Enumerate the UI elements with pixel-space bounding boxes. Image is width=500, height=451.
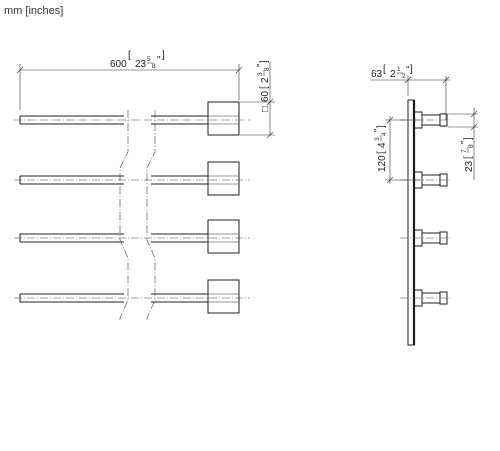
- square-mm-label: 60: [260, 90, 271, 102]
- diameter-in-num: 7: [461, 149, 468, 153]
- width-in-den: 8: [152, 63, 156, 70]
- width-mm-label: 600: [110, 59, 127, 70]
- bracket-open-5: [: [463, 156, 474, 159]
- inch-mark: ": [157, 55, 161, 66]
- width-dimension: 600 [ 23 5 8 " ]: [16, 50, 243, 110]
- spacing-in-num: 3: [374, 137, 381, 141]
- diameter-in-den: 8: [468, 144, 475, 148]
- rosette-2: [207, 161, 240, 196]
- spacing-in-whole: 4: [377, 142, 388, 148]
- depth-in-den: 2: [402, 73, 406, 80]
- depth-in-num: 1: [397, 66, 401, 73]
- bracket-open-3: [: [383, 64, 386, 75]
- inch-mark-5: ": [460, 140, 471, 144]
- side-bar-3: [400, 229, 452, 247]
- width-in-num: 5: [147, 56, 151, 63]
- square-symbol: □: [260, 106, 271, 112]
- depth-dimension: 63 [ 2 1 2 " ]: [370, 64, 450, 120]
- bracket-close-3: ]: [410, 64, 413, 75]
- rosette-1: [207, 101, 240, 136]
- rosette-3: [207, 219, 240, 254]
- side-view: [400, 99, 452, 346]
- towel-bar-2: [14, 161, 250, 196]
- inch-mark-2: ": [256, 63, 267, 67]
- rosette-4: [207, 279, 240, 314]
- towel-bar-1: [14, 101, 250, 136]
- inch-mark-4: ": [373, 128, 384, 132]
- break-lines: [119, 110, 156, 320]
- square-dimension: □ 60 [ 2 3 8 " ]: [240, 60, 275, 139]
- diameter-mm-label: 23: [464, 160, 475, 172]
- bracket-open-4: [: [376, 151, 387, 154]
- square-in-whole: 2: [260, 77, 271, 83]
- towel-bar-4: [14, 279, 250, 314]
- bracket-open-2: [: [259, 86, 270, 89]
- side-bar-4: [400, 289, 452, 307]
- width-in-whole: 23: [135, 59, 147, 70]
- units-caption: mm [inches]: [4, 5, 63, 17]
- spacing-dimension: 120 [ 4 3 4 " ]: [373, 116, 420, 184]
- diameter-dimension: 23 [ 7 8 " ]: [448, 108, 478, 180]
- bracket-open: [: [128, 50, 131, 61]
- bracket-close-4: ]: [376, 125, 387, 128]
- depth-mm-label: 63: [371, 69, 383, 80]
- bracket-close-2: ]: [259, 60, 270, 63]
- front-view: [14, 101, 250, 314]
- bracket-close-5: ]: [463, 137, 474, 140]
- bracket-close: ]: [162, 50, 165, 61]
- towel-bar-3: [14, 219, 250, 254]
- inch-mark-3: ": [406, 65, 410, 76]
- square-in-num: 3: [257, 72, 264, 76]
- square-in-den: 8: [264, 67, 271, 71]
- spacing-mm-label: 120: [377, 155, 388, 172]
- mounting-plate: [407, 99, 415, 346]
- spacing-in-den: 4: [381, 132, 388, 136]
- depth-in-whole: 2: [390, 69, 396, 80]
